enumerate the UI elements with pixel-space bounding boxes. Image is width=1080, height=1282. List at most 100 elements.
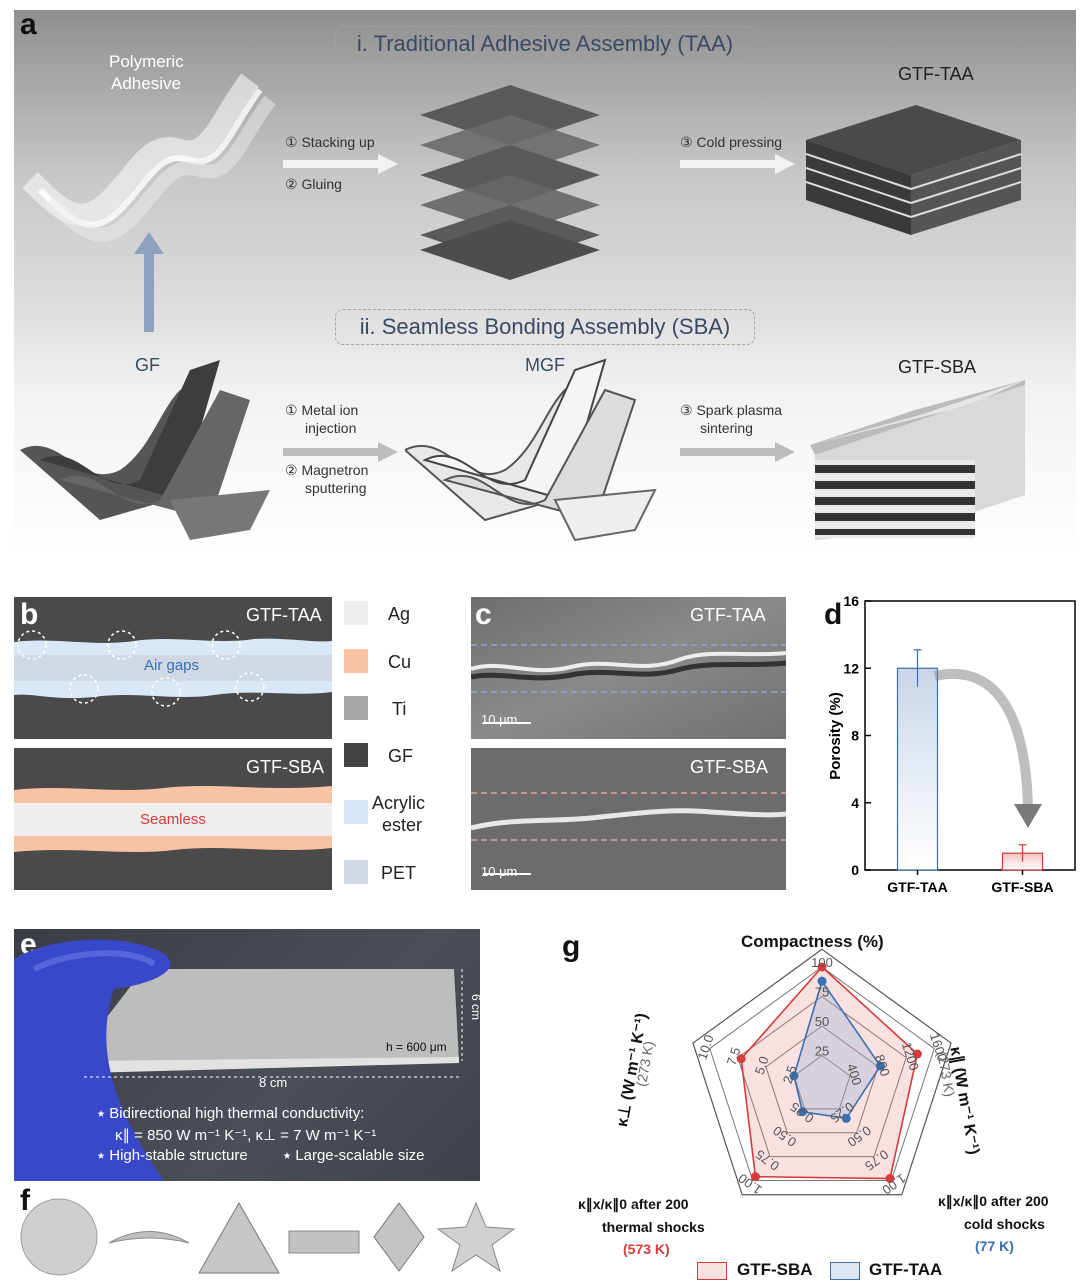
panel-c-top-scale: 10 μm <box>481 712 518 727</box>
gtf-taa-block-illustration <box>806 105 1022 235</box>
polymeric-adhesive-label-1: Polymeric <box>109 52 184 71</box>
radar-axis-br-2: cold shocks <box>964 1216 1045 1232</box>
radar-point <box>912 1049 922 1059</box>
radar-point <box>875 1061 885 1071</box>
legend-swatch-ti <box>344 696 368 720</box>
legend-swatch-pet <box>344 860 368 884</box>
shape-samples <box>20 1198 516 1276</box>
radar-series-gtf-sba <box>740 965 919 1180</box>
step-metal-ion-2: injection <box>305 420 357 436</box>
rectangle-sample-icon <box>288 1230 360 1254</box>
step-magnetron-1: ② Magnetron <box>285 462 369 478</box>
y-tick-label: 12 <box>843 660 859 676</box>
legend-swatch-sba <box>697 1262 727 1280</box>
step-spark-1: ③ Spark plasma <box>680 402 783 418</box>
radar-axis-bl-sub: (573 K) <box>623 1241 670 1257</box>
bullet-scalable: ⭑ Large-scalable size <box>283 1147 425 1164</box>
y-axis-label: Porosity (%) <box>827 692 844 780</box>
star-sample-icon <box>436 1201 516 1273</box>
radar-axis-bl-1: κ∥x/κ∥0 after 200 <box>578 1196 689 1212</box>
radar-point <box>750 1172 760 1182</box>
step-magnetron-2: sputtering <box>305 480 367 496</box>
mgf-label: MGF <box>525 355 565 375</box>
radar-series-gtf-taa <box>793 979 882 1120</box>
panel-c-bottom-sem-image <box>471 748 786 890</box>
panel-c-top-label: GTF-TAA <box>690 605 766 625</box>
legend-label-ag: Ag <box>388 604 411 624</box>
radar-point <box>817 976 827 986</box>
panel-c-top-sem-image <box>471 597 786 739</box>
y-tick-label: 16 <box>843 594 859 609</box>
radar-grid-ring <box>793 1054 851 1110</box>
triangle-sample-icon <box>198 1201 280 1274</box>
gf-illustration <box>20 360 270 540</box>
sba-arrow-1 <box>283 442 398 462</box>
radar-tick-label: 5.0 <box>752 1054 772 1076</box>
panel-letter-g: g <box>562 930 581 963</box>
legend-label-acrylic: Acrylic <box>372 793 425 813</box>
radar-grid-ring <box>765 1025 879 1134</box>
legend-label-gf: GF <box>388 746 413 766</box>
legend-swatch-acrylic <box>344 800 368 824</box>
film-photo-illustration <box>14 939 463 1181</box>
radar-grid-ring <box>709 966 935 1181</box>
taa-arrow-1 <box>283 154 398 174</box>
panel-letter-b: b <box>20 598 39 631</box>
radar-axis-br-sub: (77 K) <box>975 1238 1014 1254</box>
polymeric-adhesive-label-2: Adhesive <box>111 74 181 93</box>
taa-stack-illustration <box>420 85 600 280</box>
bar-gtf-taa <box>896 667 939 871</box>
radar-tick-label: 2.5 <box>780 1064 800 1086</box>
radar-tick-label: 7.5 <box>724 1045 744 1067</box>
polymeric-adhesive-illustration <box>22 73 276 242</box>
sba-arrow-2 <box>680 442 795 462</box>
gtf-taa-label-a: GTF-TAA <box>898 64 974 84</box>
y-tick-label: 0 <box>851 862 859 878</box>
step-spark-2: sintering <box>700 420 753 436</box>
panel-letter-a: a <box>20 8 37 41</box>
panel-b-top-label: GTF-TAA <box>246 605 322 625</box>
bullet-conductivity: ⭑ Bidirectional high thermal conductivit… <box>97 1105 365 1122</box>
radar-axis-bl-2: thermal shocks <box>602 1219 705 1235</box>
decrease-arrow-icon <box>933 668 1033 807</box>
x-tick-label: GTF-SBA <box>991 879 1053 895</box>
radar-point <box>789 1071 799 1081</box>
up-arrow-icon <box>134 232 164 332</box>
panel-c-bottom-scale: 10 μm <box>481 864 518 879</box>
legend-label-taa: GTF-TAA <box>869 1260 943 1279</box>
panel-letter-d: d <box>824 598 843 631</box>
gtf-sba-block-illustration <box>810 380 1025 540</box>
radar-tick-label: 25 <box>815 1044 829 1059</box>
legend-swatch-cu <box>344 649 368 673</box>
y-tick-label: 4 <box>851 795 859 811</box>
thickness-label: h = 600 μm <box>386 1040 447 1054</box>
radar-point <box>817 962 827 972</box>
panel-b-bottom-illustration <box>14 748 332 890</box>
radar-point <box>798 1107 808 1117</box>
bullet-stable: ⭑ High-stable structure <box>97 1147 248 1164</box>
radar-tick-label: 50 <box>815 1014 829 1029</box>
radar-outer-ring <box>692 948 952 1196</box>
legend-label-ester: ester <box>382 815 423 835</box>
seamless-label: Seamless <box>140 811 206 828</box>
legend-swatch-taa <box>830 1262 860 1280</box>
step-gluing: ② Gluing <box>285 176 342 192</box>
radar-tick-label: 10.0 <box>694 1033 716 1062</box>
legend-swatch-gf <box>344 743 368 767</box>
height-label: 6 cm <box>469 993 484 1021</box>
panel-c-bottom-label: GTF-SBA <box>690 757 769 777</box>
decrease-arrowhead-icon <box>1014 804 1042 828</box>
panel-letter-f: f <box>20 1184 30 1217</box>
arc-sample-icon <box>108 1231 190 1244</box>
radar-point <box>885 1174 895 1184</box>
legend-label-ti: Ti <box>392 699 407 719</box>
radar-axis-br-1: κ∥x/κ∥0 after 200 <box>938 1193 1049 1209</box>
step-cold-pressing: ③ Cold pressing <box>680 134 783 150</box>
legend-label-cu: Cu <box>388 652 412 672</box>
x-tick-label: GTF-TAA <box>887 879 947 895</box>
radar-tick-label: 100 <box>811 955 833 970</box>
gtf-sba-label-a: GTF-SBA <box>898 357 977 377</box>
taa-arrow-2 <box>680 154 795 174</box>
legend-label-pet: PET <box>381 863 417 883</box>
radar-point <box>736 1054 746 1064</box>
